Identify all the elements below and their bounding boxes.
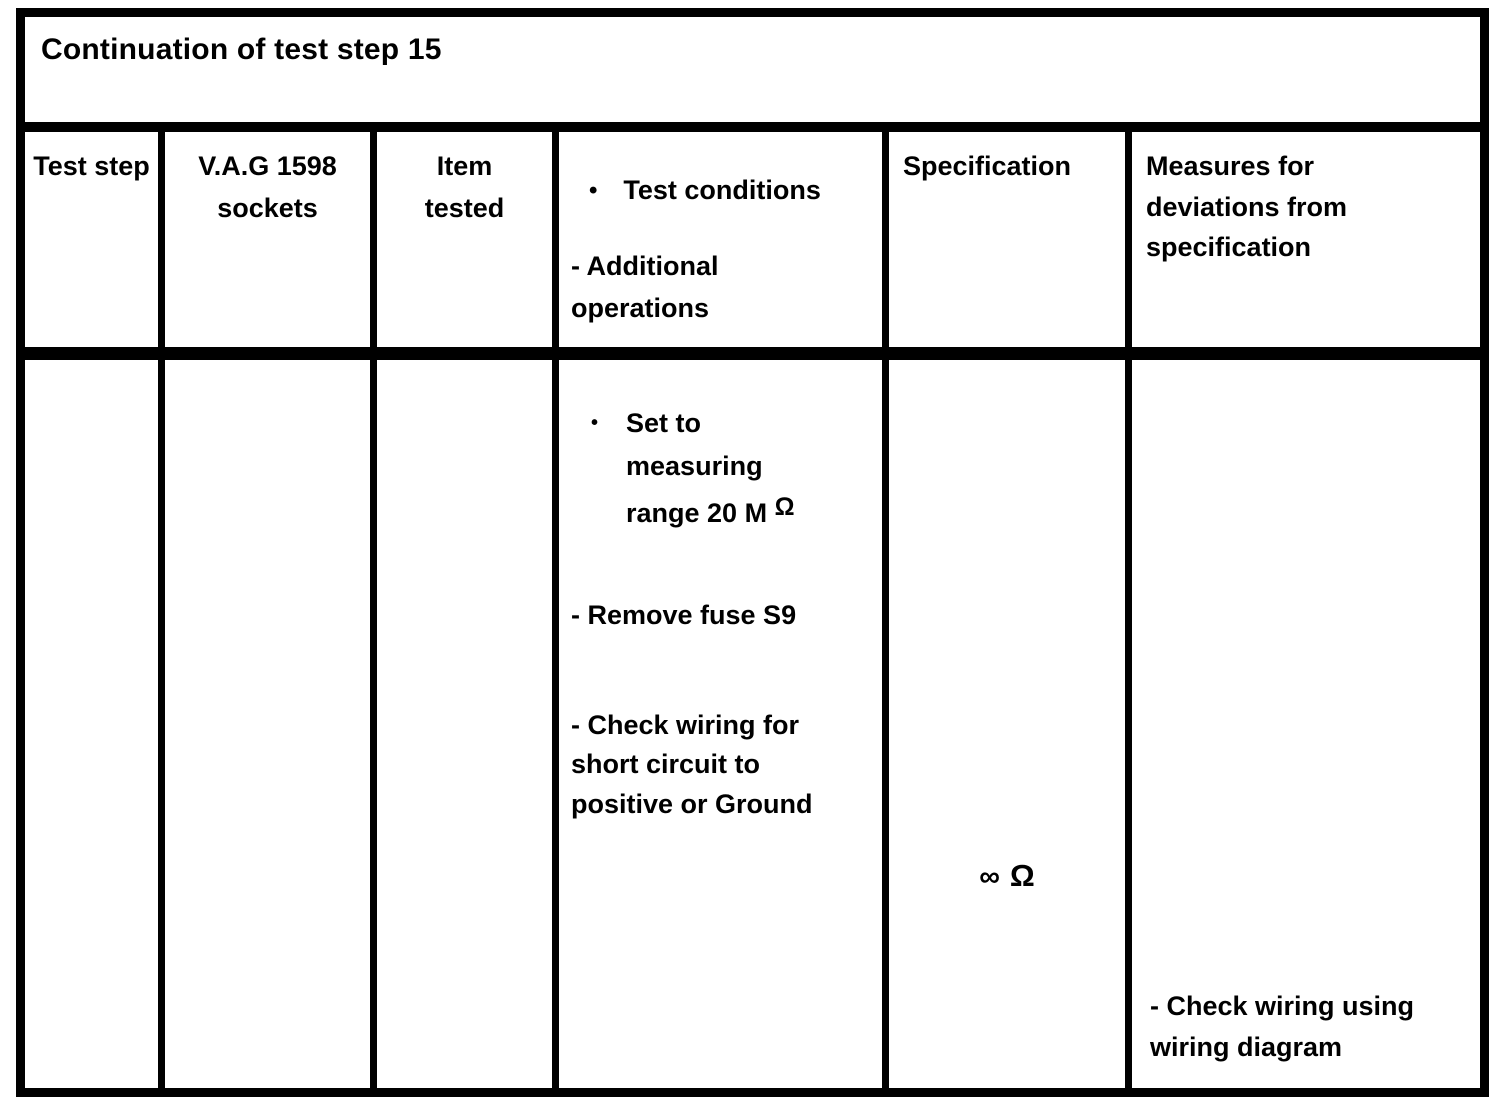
body-cell-specification: ∞Ω: [889, 360, 1132, 1088]
header-label-test-step: Test step: [33, 151, 150, 181]
bullet-icon: •: [589, 177, 598, 204]
table-title: Continuation of test step 15: [41, 33, 442, 66]
test-conditions-bullet-row: • Test conditions: [589, 170, 882, 212]
header-label-specification: Specification: [903, 151, 1072, 181]
test-step-table: Continuation of test step 15 Test step V…: [16, 8, 1489, 1097]
header-label-sockets: V.A.G 1598 sockets: [198, 151, 337, 223]
specification-value: ∞Ω: [889, 852, 1125, 900]
body-cell-item-tested: [377, 360, 559, 1088]
bullet-icon: •: [591, 412, 599, 434]
header-label-test-conditions: Test conditions: [623, 175, 821, 205]
remove-fuse-text: - Remove fuse S9: [571, 599, 797, 630]
set-to-measuring-range-text: Set to measuring range 20 M Ω: [626, 402, 821, 536]
check-wiring-short-circuit-text: - Check wiring for short circuit to posi…: [571, 709, 813, 820]
header-cell-measures: Measures for deviations from specificati…: [1132, 132, 1480, 347]
header-cell-test-step: Test step: [25, 132, 165, 347]
header-cell-test-conditions: • Test conditions - Additional operation…: [559, 132, 889, 347]
header-cell-sockets: V.A.G 1598 sockets: [165, 132, 377, 347]
check-wiring-diagram-text: - Check wiring using wiring diagram: [1150, 991, 1415, 1062]
table-title-row: Continuation of test step 15: [25, 17, 1480, 132]
header-label-measures: Measures for deviations from specificati…: [1146, 151, 1348, 262]
body-cell-test-conditions: • Set to measuring range 20 M Ω - Remove…: [559, 360, 889, 1088]
table-header-row: Test step V.A.G 1598 sockets Item tested…: [25, 132, 1480, 360]
table-body-row: • Set to measuring range 20 M Ω - Remove…: [25, 360, 1480, 1088]
header-cell-specification: Specification: [889, 132, 1132, 347]
infinity-symbol: ∞: [979, 861, 1000, 893]
body-cell-measures: - Check wiring using wiring diagram: [1132, 360, 1480, 1088]
body-cell-test-step: [25, 360, 165, 1088]
omega-symbol: Ω: [1009, 858, 1035, 893]
header-cell-item-tested: Item tested: [377, 132, 559, 347]
body-cell-sockets: [165, 360, 377, 1088]
header-label-item-tested: Item tested: [424, 151, 505, 223]
set-to-bullet-row: • Set to measuring range 20 M Ω: [591, 402, 882, 536]
header-label-additional-operations: - Additional operations: [571, 251, 719, 323]
set-to-text: Set to measuring range 20 M: [626, 408, 768, 529]
omega-symbol: Ω: [774, 494, 795, 522]
